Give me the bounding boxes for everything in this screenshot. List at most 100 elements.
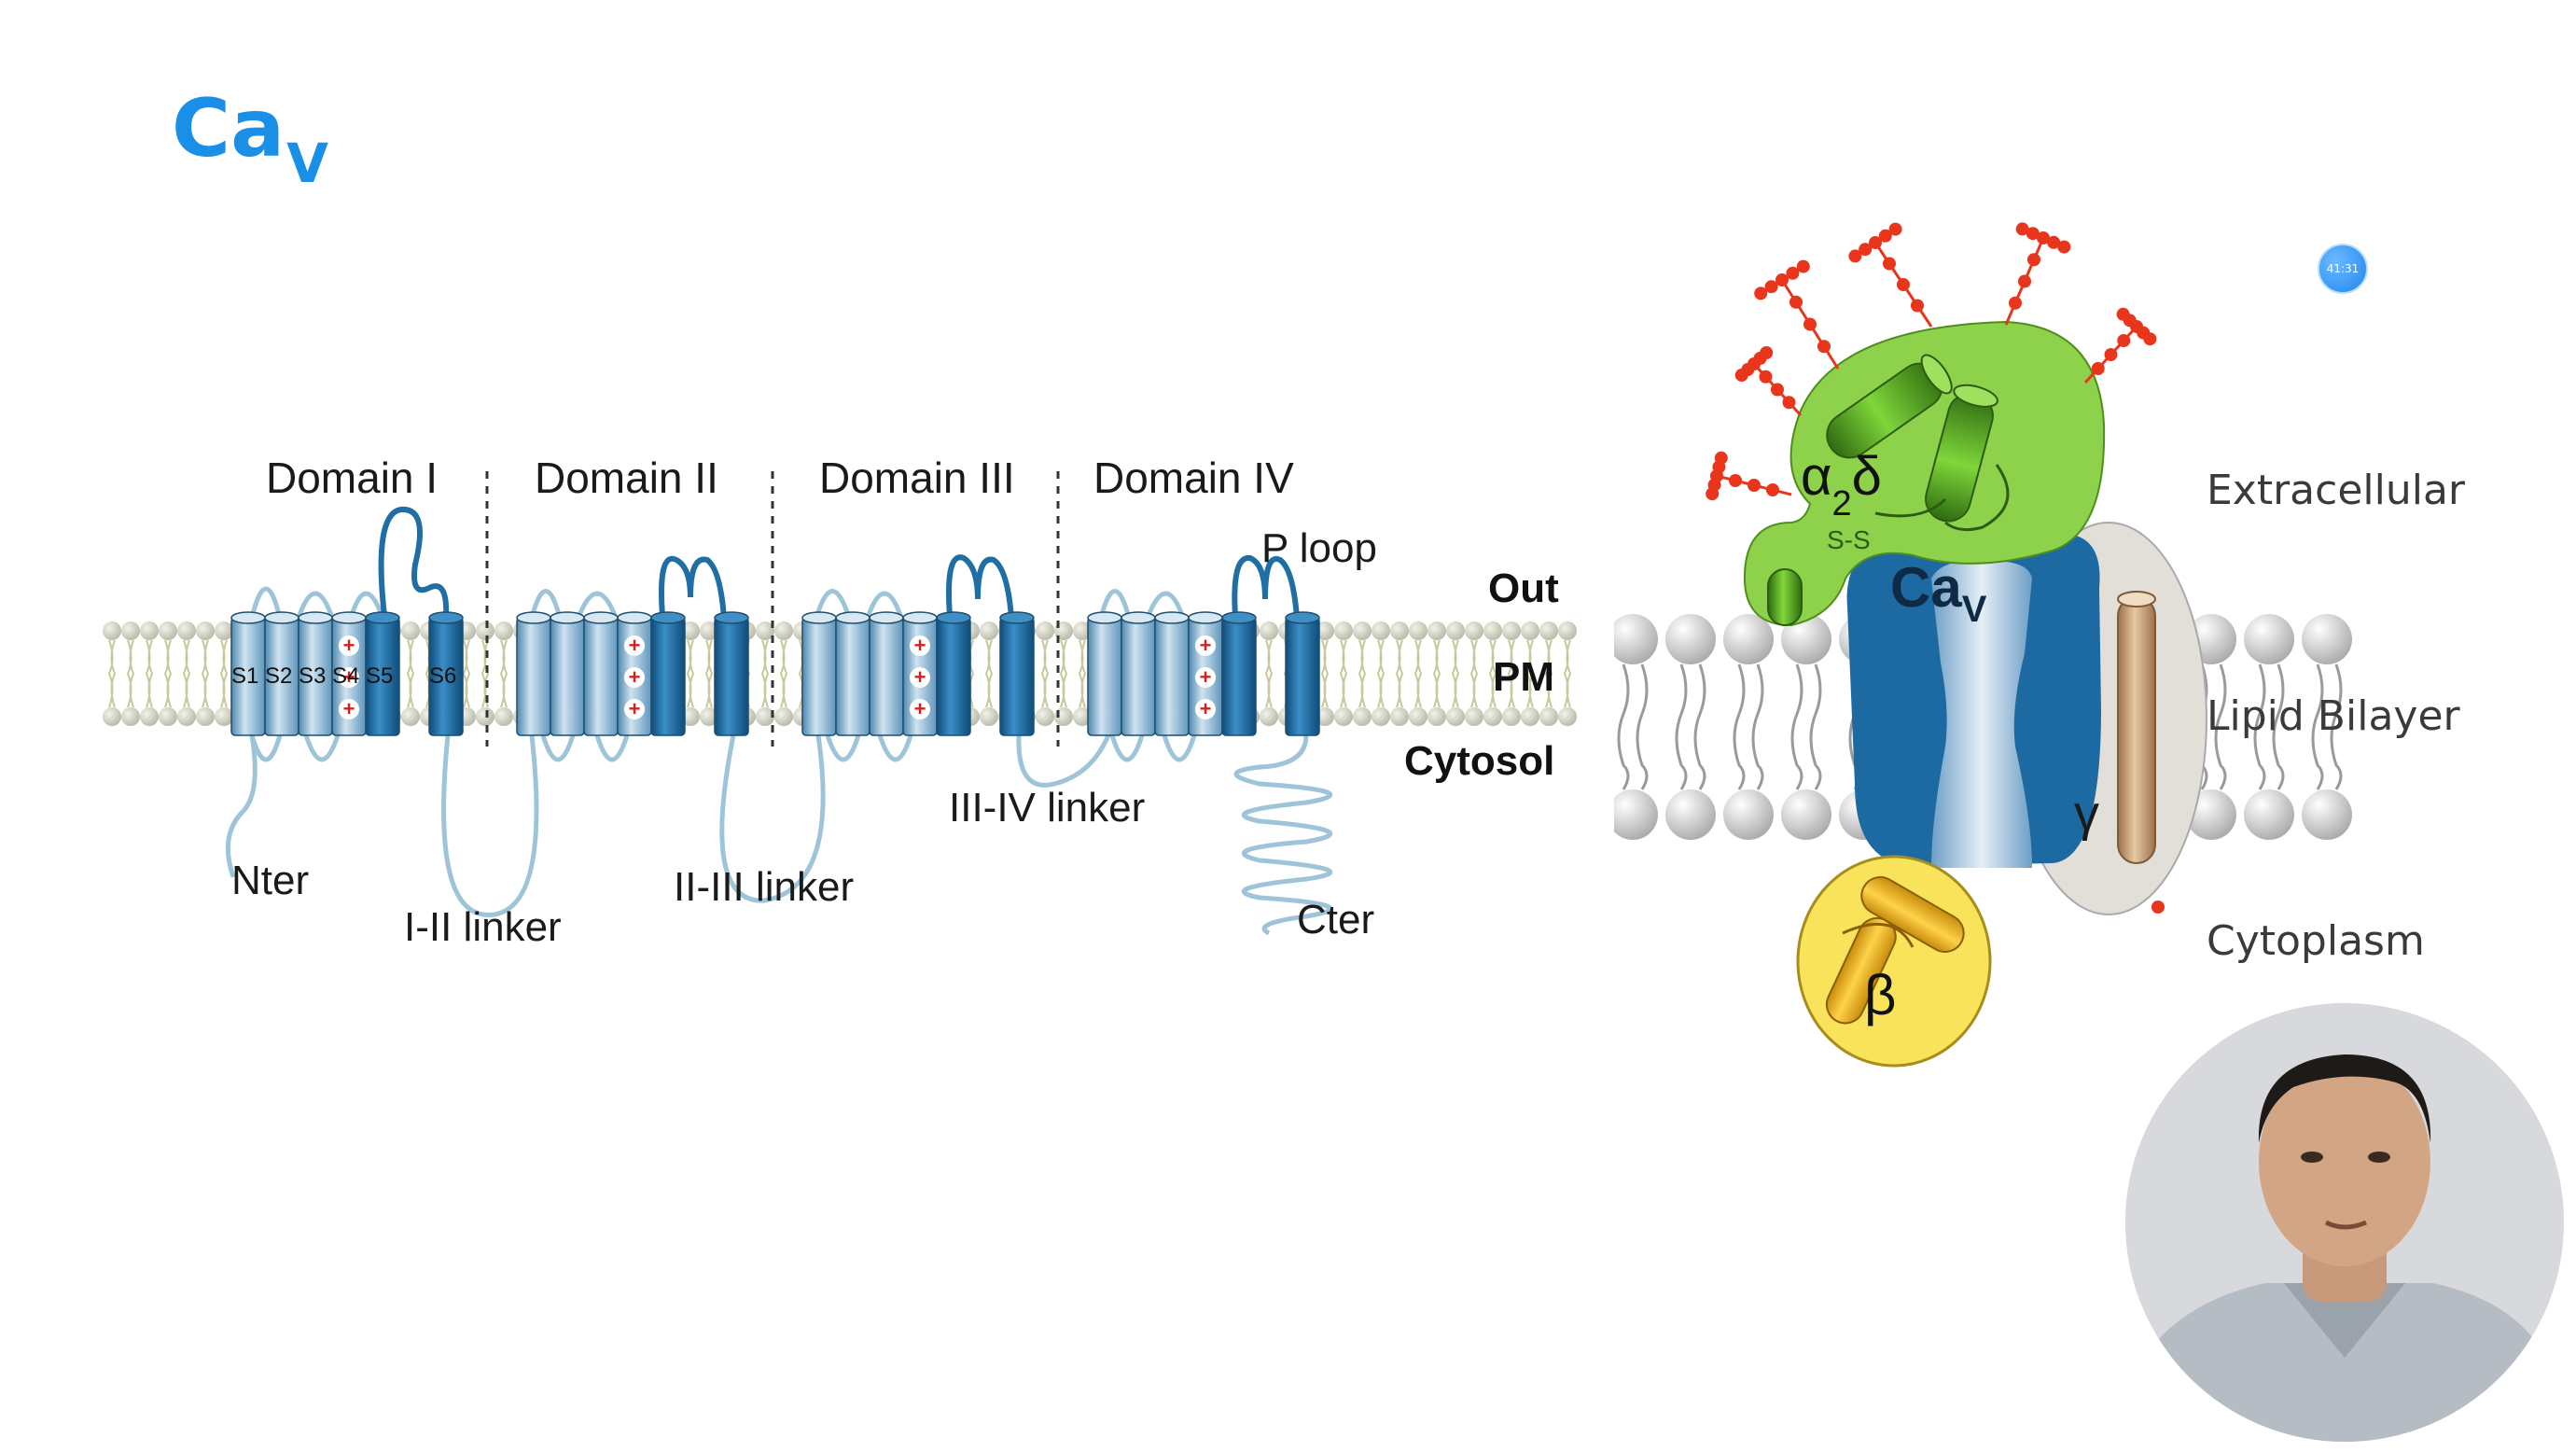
svg-text:+: +	[629, 634, 641, 657]
lipid-head	[756, 621, 774, 640]
lipid-head	[1483, 707, 1502, 726]
segment-label-s2: S2	[265, 663, 292, 689]
nter-label: Nter	[231, 858, 309, 903]
lipid-head	[1316, 707, 1334, 726]
lipid-head	[1427, 621, 1446, 640]
lipid-head	[1446, 707, 1465, 726]
s4-charge: +	[624, 634, 645, 657]
lipid-head	[215, 707, 233, 726]
region-label-extracellular: Extracellular	[2207, 467, 2466, 514]
beta-subunit	[1796, 855, 1992, 1068]
lipid-head	[1036, 707, 1054, 726]
domain-separators	[485, 471, 1060, 747]
pointer-dot	[2151, 901, 2165, 914]
lipid-head	[1334, 707, 1353, 726]
cytosolic-loops	[225, 734, 1333, 936]
lipid-head	[140, 707, 159, 726]
helix-d3-s6	[999, 611, 1035, 736]
lipid-head	[1665, 789, 1716, 840]
glycan-chain	[1706, 451, 1792, 501]
glycan-chain	[2004, 222, 2071, 326]
lipid-head	[980, 707, 998, 726]
helix-d2-s1	[516, 611, 551, 736]
alpha2delta-label: α2δ	[1801, 446, 1882, 524]
domain-label-2: Domain II	[535, 454, 718, 502]
lipid-head	[1073, 707, 1092, 726]
svg-text:+: +	[343, 634, 355, 657]
slide-title: CaV	[172, 89, 328, 190]
lipid-head	[2244, 789, 2294, 840]
delta-symbol: δ	[1852, 446, 1882, 507]
lipid-head	[756, 707, 774, 726]
s4-charge: +	[339, 697, 359, 720]
glycosylation-chains	[1706, 222, 2157, 501]
helix-d4-s5	[1221, 611, 1257, 736]
lipid-head	[1353, 707, 1372, 726]
lipid-head	[980, 621, 998, 640]
lipid-head	[1446, 621, 1465, 640]
segment-label-s3: S3	[299, 663, 326, 689]
alpha-symbol: α	[1801, 446, 1832, 507]
s4-charge: +	[1195, 665, 1216, 689]
helix-d4-s4: + + +	[1188, 611, 1223, 736]
glycan-chain	[1734, 346, 1803, 417]
lipid-head	[159, 621, 177, 640]
lipid-head	[1558, 707, 1577, 726]
helix-d3-s3	[869, 611, 904, 736]
lipid-head	[1073, 621, 1092, 640]
glycan-chain	[2083, 307, 2157, 384]
extracellular-loops	[249, 586, 1186, 619]
lipid-head	[1614, 789, 1658, 840]
lipid-head	[1723, 614, 1774, 664]
pm-label: PM	[1493, 654, 1554, 700]
lipid-head	[401, 707, 420, 726]
lipid-head	[1372, 621, 1390, 640]
p-loops	[378, 506, 1300, 619]
s4-charge: +	[1195, 697, 1216, 720]
svg-text:+: +	[1200, 634, 1212, 657]
lipid-head	[476, 621, 494, 640]
helix-d3-s4: +++	[902, 611, 938, 736]
lipid-head	[2302, 789, 2352, 840]
presenter-webcam	[2125, 1003, 2564, 1442]
transmembrane-helices: ++++++++++++	[230, 611, 1320, 736]
p-loop-label: P loop	[1261, 525, 1377, 571]
lipid-head	[177, 621, 196, 640]
helix-d3-s5	[936, 611, 971, 736]
cav-label-main: Ca	[1890, 556, 1962, 619]
svg-text:+: +	[629, 665, 641, 689]
svg-text:+: +	[343, 697, 355, 720]
lipid-head	[700, 707, 718, 726]
lipid-head	[196, 621, 215, 640]
segment-label-s4: S4	[332, 663, 359, 689]
lipid-head	[196, 707, 215, 726]
s4-charge: +	[910, 634, 930, 657]
recording-timer-badge[interactable]: 41:31	[2318, 244, 2368, 294]
s4-charge: +	[624, 665, 645, 689]
helix-d4-s2	[1121, 611, 1156, 736]
lipid-head	[1502, 621, 1521, 640]
helix-d4-s3	[1154, 611, 1190, 736]
segment-label-s1: S1	[231, 663, 258, 689]
lipid-head	[121, 707, 140, 726]
linker-label-iii-iv: III-IV linker	[949, 785, 1145, 831]
linker-label-ii-iii: II-III linker	[674, 864, 854, 910]
title-subscript: V	[286, 132, 329, 195]
lipid-head	[1390, 707, 1409, 726]
lipid-head	[681, 621, 700, 640]
lipid-head	[494, 621, 513, 640]
lipid-head	[2186, 789, 2236, 840]
glycan-chain	[1754, 259, 1840, 370]
lipid-head	[681, 707, 700, 726]
out-label: Out	[1488, 565, 1559, 611]
lipid-head	[401, 621, 420, 640]
lipid-head	[1390, 621, 1409, 640]
domain-label-1: Domain I	[266, 454, 438, 502]
svg-text:+: +	[343, 665, 355, 689]
svg-text:+: +	[914, 665, 926, 689]
helix-d1-s6	[428, 611, 464, 736]
domain-label-4: Domain IV	[1093, 454, 1294, 502]
lipid-head	[1036, 621, 1054, 640]
segment-label-s6: S6	[429, 663, 456, 689]
gamma-label: γ	[2074, 786, 2099, 842]
